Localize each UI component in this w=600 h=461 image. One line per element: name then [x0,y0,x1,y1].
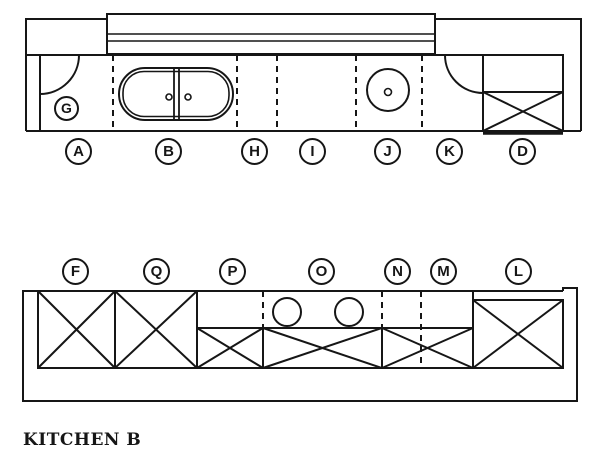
section-label-i: I [299,138,326,165]
door-swing-arc-k [444,54,484,94]
section-label-n: N [384,258,411,285]
section-dividers-bottom [262,291,422,368]
section-label-o: O [308,258,335,285]
bottom-run [22,287,578,402]
section-label-l: L [505,258,532,285]
appliance-d-box [482,54,564,135]
plan-title: KITCHEN B [23,430,142,450]
lower-xboxes [196,327,474,369]
cabinet-f-xbox [37,290,116,369]
section-dividers-top [112,55,423,131]
section-label-h: H [241,138,268,165]
wall-top-left [25,18,107,131]
top-run [25,13,582,135]
wall-bottom [22,287,578,402]
round-fixtures [272,297,364,327]
section-label-j: J [374,138,401,165]
section-label-q: Q [143,258,170,285]
wall-top-right [435,18,582,131]
cooktop-burner-icon [366,68,410,112]
section-label-a: A [65,138,92,165]
section-label-k: K [436,138,463,165]
sink-icon [118,67,234,121]
section-label-g: G [54,96,79,121]
window-icon [106,13,436,55]
appliance-l-xbox [472,299,564,369]
cabinet-q-xbox [114,290,198,369]
section-label-f: F [62,258,89,285]
section-label-m: M [430,258,457,285]
section-label-p: P [219,258,246,285]
section-label-b: B [155,138,182,165]
door-swing-arc-g [39,54,80,95]
section-label-d: D [509,138,536,165]
